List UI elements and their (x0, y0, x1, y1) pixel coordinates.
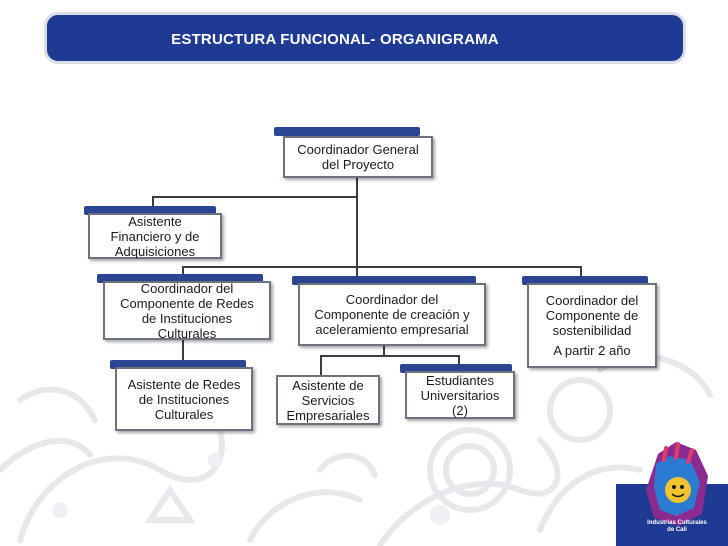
node-coordinador-redes: Coordinador del Componente de Redes de I… (103, 281, 271, 341)
connector (152, 196, 358, 198)
node-estudiantes: Estudiantes Universitarios (2) (405, 371, 515, 419)
connector (152, 196, 154, 212)
connector (580, 266, 582, 280)
node-asistente-financiero: Asistente Financiero y de Adquisiciones (88, 213, 222, 259)
accent-bar (522, 276, 648, 285)
connector (320, 355, 460, 357)
node-asistente-servicios: Asistente de Servicios Empresariales (276, 375, 380, 425)
connector (182, 266, 582, 268)
accent-bar (400, 364, 512, 373)
connector (356, 178, 358, 276)
accent-bar (274, 127, 420, 136)
logo-text: Industrias Culturales de Cali (647, 520, 707, 533)
accent-bar (84, 206, 216, 215)
hand-logo-icon (616, 442, 728, 546)
title-banner: ESTRUCTURA FUNCIONAL- ORGANIGRAMA (44, 12, 686, 64)
node-coordinador-creacion: Coordinador del Componente de creación y… (298, 283, 486, 346)
accent-bar (110, 360, 246, 369)
connector (182, 266, 184, 280)
connector (320, 355, 322, 375)
accent-bar (292, 276, 476, 285)
node-asistente-redes: Asistente de Redes de Instituciones Cult… (115, 367, 253, 431)
connector (458, 355, 460, 369)
accent-bar (97, 274, 263, 283)
sostenibilidad-note: A partir 2 año (553, 343, 631, 358)
node-coordinador-sostenibilidad: Coordinador del Componente de sostenibil… (527, 283, 657, 368)
node-coordinador-general: Coordinador General del Proyecto (283, 136, 433, 178)
page-title: ESTRUCTURA FUNCIONAL- ORGANIGRAMA (171, 31, 499, 48)
connector (182, 340, 184, 366)
connector (383, 346, 385, 356)
